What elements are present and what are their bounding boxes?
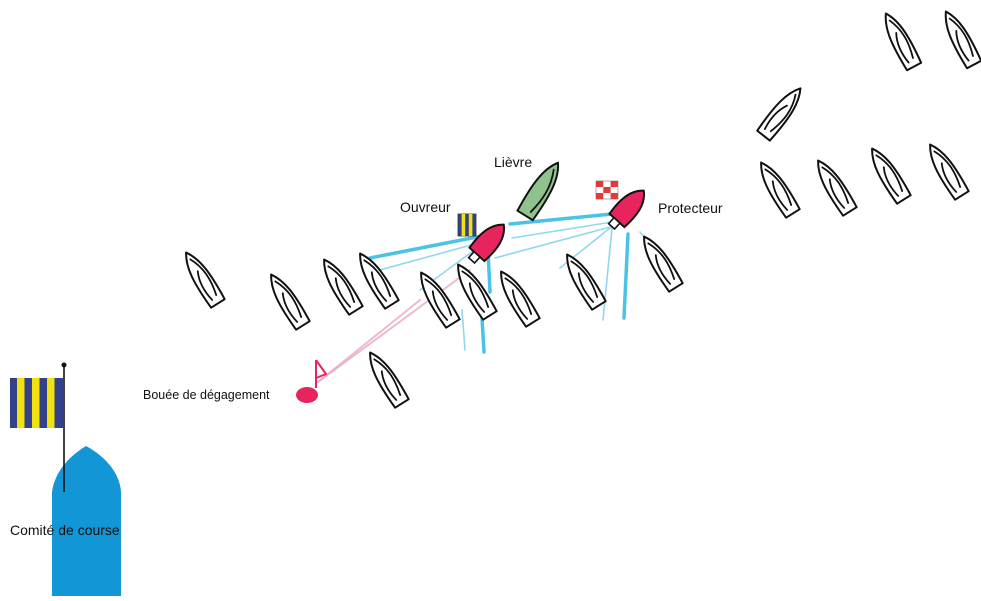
label-protecteur: Protecteur [658, 200, 723, 216]
boat-marker [492, 265, 542, 329]
boat-marker [752, 156, 802, 220]
label-comite: Comité de course [10, 522, 120, 538]
boat-marker [755, 81, 809, 143]
buoy [296, 359, 327, 403]
protecteur-boat [607, 189, 646, 231]
buoy-layline [317, 269, 471, 383]
boat-marker [315, 253, 365, 317]
checkered-flag-icon [595, 180, 619, 200]
boat-marker [361, 346, 411, 410]
committee-flag [10, 378, 63, 428]
triangle-flag-icon [315, 359, 327, 379]
label-ouvreur: Ouvreur [400, 199, 451, 215]
ouvreur-boat [467, 223, 506, 265]
boat-marker [635, 230, 685, 294]
boat-marker [177, 246, 227, 310]
boat-marker [809, 154, 859, 218]
boat-marker [937, 6, 981, 70]
boat-marker [558, 248, 608, 312]
committee-boat [10, 362, 121, 596]
boat-marker [863, 142, 913, 206]
striped-flag-icon [457, 213, 477, 237]
label-lievre: Lièvre [494, 154, 533, 170]
boat-marker [921, 138, 971, 202]
boat-marker [877, 8, 923, 72]
label-bouee: Bouée de dégagement [143, 388, 270, 402]
boat-marker [262, 268, 312, 332]
lievre-boat [516, 161, 560, 222]
